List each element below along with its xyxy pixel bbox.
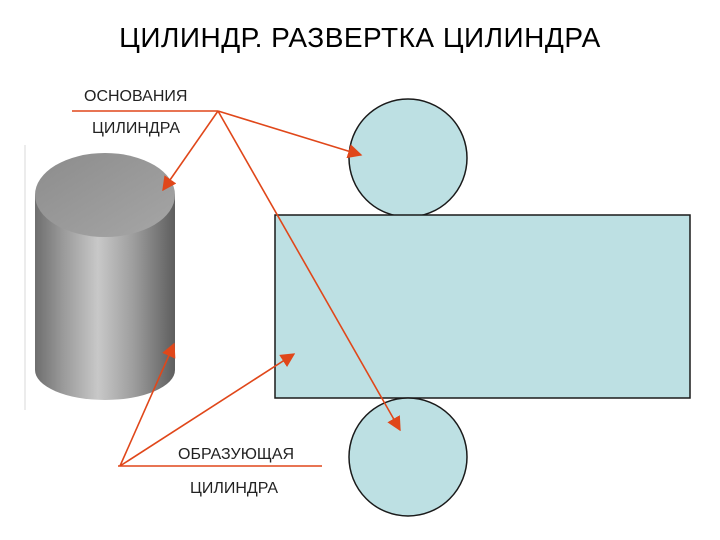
cylinder-lateral-surface [35,195,175,400]
arrow-to-net-bottom-circle [217,110,401,432]
label-bases-line1: ОСНОВАНИЯ [84,88,188,105]
label-bases-line2: ЦИЛИНДРА [92,120,180,137]
arrow-to-net-rectangle [119,353,296,467]
label-generatrix-line1: ОБРАЗУЮЩАЯ [178,446,295,463]
net-lateral-rectangle [274,214,691,399]
cylinder-figure [35,153,175,400]
arrow-to-cylinder-side [119,342,176,467]
arrow-to-cylinder-top [162,110,219,192]
net-top-circle [348,98,468,218]
arrow-to-net-top-circle [217,110,363,159]
page-title: ЦИЛИНДР. РАЗВЕРТКА ЦИЛИНДРА [119,22,601,53]
label-generatrix-line2: ЦИЛИНДРА [190,480,278,497]
net-bottom-circle [348,397,468,517]
cylinder-top-base [35,153,175,237]
